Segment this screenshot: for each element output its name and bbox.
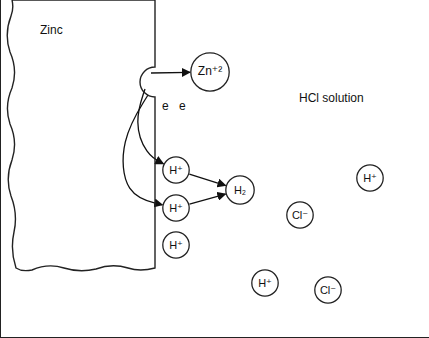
ion-ring	[252, 270, 278, 296]
ion-label: H₂	[234, 184, 246, 196]
ion-label: Cl⁻	[292, 209, 308, 221]
ion-circle: H⁺	[162, 156, 190, 184]
electron-label: e	[178, 100, 187, 113]
ion-ring	[163, 157, 189, 183]
ion-label: Zn⁺²	[198, 65, 222, 78]
zinc-block: Zinc	[0, 0, 160, 272]
ion-circle: H⁺	[251, 269, 279, 297]
frame-line	[0, 337, 429, 338]
reaction-arrow	[189, 174, 225, 185]
electron-label: e	[161, 100, 170, 113]
ion-ring	[163, 195, 189, 221]
ion-ring	[163, 232, 189, 258]
ion-circle: Cl⁻	[314, 276, 342, 304]
ion-label: H⁺	[363, 172, 377, 184]
electron-arrow	[123, 95, 162, 205]
ion-ring	[357, 165, 383, 191]
ion-label: H⁺	[258, 277, 272, 289]
ion-label: Cl⁻	[320, 284, 336, 296]
ion-ring	[287, 202, 313, 228]
zinc-outline	[0, 0, 160, 272]
ion-circle: H₂	[225, 175, 255, 205]
reaction-arrow	[189, 194, 225, 204]
metal-name: Zinc	[40, 24, 63, 37]
electron-arrow	[138, 89, 164, 164]
ion-circle: Cl⁻	[286, 201, 314, 229]
ion-circle: H⁺	[162, 194, 190, 222]
reaction-arrow	[151, 72, 190, 74]
solution-label: HCl solution	[298, 92, 365, 105]
ion-circle: Zn⁺²	[190, 52, 230, 92]
ion-label: H⁺	[169, 239, 183, 251]
zinc-edge	[7, 0, 155, 271]
ion-ring	[315, 277, 341, 303]
ion-label: H⁺	[169, 202, 183, 214]
ion-circle: H⁺	[162, 231, 190, 259]
ion-circle: H⁺	[356, 164, 384, 192]
frame-line	[0, 0, 1, 337]
ion-ring	[191, 53, 229, 91]
ion-label: H⁺	[169, 164, 183, 176]
ion-ring	[226, 176, 254, 204]
